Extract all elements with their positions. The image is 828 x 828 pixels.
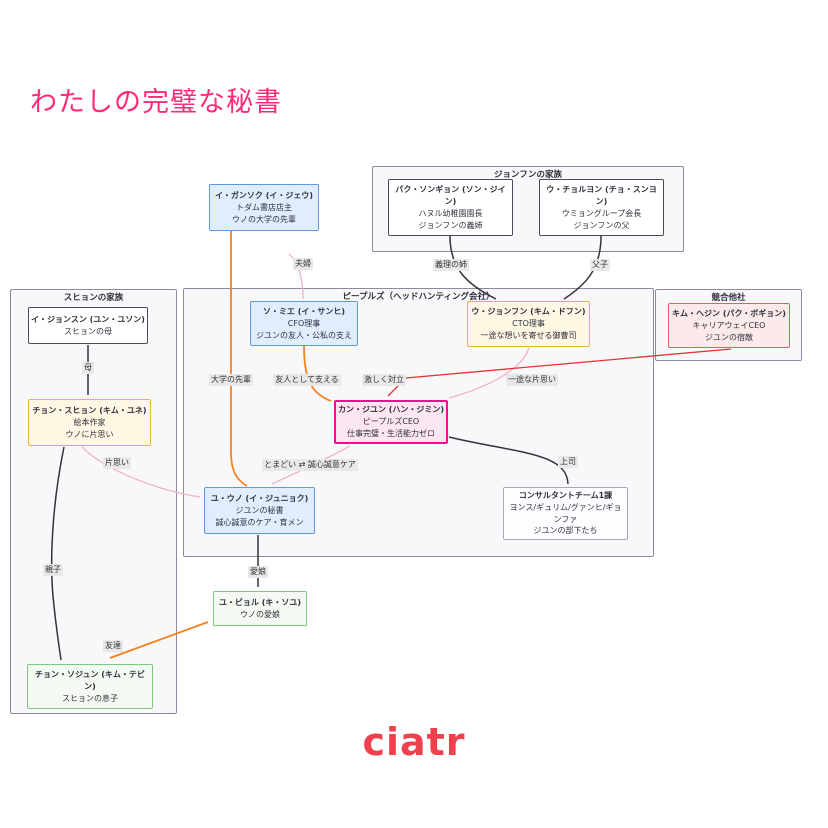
node-title: パク・ソンギョン (ソン・ジイン) [395,184,506,206]
node-title: キム・ヘジン (パク・ボギョン) [672,308,786,318]
node-title: カン・ジユン (ハン・ジミン) [337,405,445,415]
node-kang-jiyun: カン・ジユン (ハン・ジミン) ピープルズCEO 仕事完璧・生活能力ゼロ [334,400,448,444]
node-sub: ハヌル幼稚園園長 [418,208,483,218]
node-sub: CTO理事 [512,319,545,329]
node-sub: 一途な想いを寄せる御曹司 [480,331,577,340]
node-consultant-team: コンサルタントチーム1課 ヨンス/ギュリム/グァンヒ/ギョンファ ジユンの部下た… [503,487,628,540]
node-title: ソ・ミエ (イ・サンヒ) [262,306,346,316]
node-sub: ウミョングループ会長 [561,208,642,218]
node-sub: ジユンの部下たち [533,526,598,536]
edge-label-ichizu-kataomoi: 一途な片思い [506,374,558,386]
edge-label-giri-no-ane: 義理の姉 [433,259,469,271]
ciatr-logo: ciatr [362,720,466,764]
edge-label-oyako: 親子 [43,564,63,576]
node-sub: 絵本作家 [73,417,106,427]
node-lee-jeongsun: イ・ジョンスン (ユン・ユソン) スヒョンの母 [28,307,148,344]
node-sub: ジョンフンの義姉 [418,220,483,230]
group-suhyon-family-label: スヒョンの家族 [63,293,124,303]
edge-label-manamusume: 愛娘 [248,566,268,578]
node-u-cheolyong: ウ・チョルヨン (チョ・スンヨン) ウミョングループ会長 ジョンフンの父 [539,179,664,236]
edge-label-kataomoi: 片思い [103,457,131,469]
page-title: わたしの完璧な秘書 [30,87,282,118]
node-park-seonggyeong: パク・ソンギョン (ソン・ジイン) ハヌル幼稚園園長 ジョンフンの義姉 [388,179,513,236]
group-suhyon-family: スヒョンの家族 [10,289,177,714]
node-sub: ピープルズCEO [362,417,420,427]
edge-label-hageshiku-tairitsu: 激しく対立 [362,374,406,386]
node-title: ユ・ビョル (キ・ソユ) [218,597,302,607]
node-seo-mie: ソ・ミエ (イ・サンヒ) CFO理事 ジユンの友人・公私の支え [250,301,358,346]
edge-label-haha: 母 [82,362,94,374]
node-sub: スヒョンの母 [64,326,112,336]
group-peoples-company-label: ピープルズ（ヘッドハンティング会社） [342,292,495,302]
node-title: チョン・スヒョン (キム・ユネ) [32,405,147,415]
node-sub: ジユンの秘書 [235,505,284,515]
edge-label-daigaku-senpai: 大学の先輩 [209,374,253,386]
edge-label-yujin-sasaeru: 友人として支える [273,374,341,386]
edge-label-tomodachi: 友達 [103,640,123,652]
node-title: チョン・ソジュン (キム・テビン) [35,669,145,691]
node-jeong-sojun: チョン・ソジュン (キム・テビン) スヒョンの息子 [27,664,153,709]
node-sub: ジョンフンの父 [573,220,630,230]
node-title: コンサルタントチーム1課 [518,491,613,501]
node-sub: ジユンの友人・公私の支え [256,330,352,340]
node-title: ウ・ジョンフン (キム・ドフン) [471,307,586,317]
node-sub: ウノの愛娘 [240,609,280,619]
node-title: イ・ガンソク (イ・ジェウ) [214,190,314,200]
node-sub: ジユンの宿敵 [705,332,753,342]
node-yu-uno: ユ・ウノ (イ・ジュニョク) ジユンの秘書 誠心誠意のケア・育メン [204,487,315,534]
edge-label-joshi: 上司 [558,456,578,468]
node-sub: ヨンス/ギュリム/グァンヒ/ギョンファ [509,503,622,524]
node-title: ウ・チョルヨン (チョ・スンヨン) [546,184,657,206]
node-title: ユ・ウノ (イ・ジュニョク) [210,493,309,503]
node-u-jonghun: ウ・ジョンフン (キム・ドフン) CTO理事 一途な想いを寄せる御曹司 [467,301,590,347]
node-sub: トダム書店店主 [236,202,292,212]
node-sub: 誠心誠意のケア・育メン [215,517,304,527]
node-title: イ・ジョンスン (ユン・ユソン) [31,314,145,324]
group-rival-company-label: 競合他社 [711,293,746,303]
node-sub: スヒョンの息子 [62,693,118,703]
node-sub: CFO理事 [287,318,321,328]
node-sub: ウノに片思い [65,429,114,439]
group-jonghun-family-label: ジョンフンの家族 [494,170,562,180]
edge-label-fushi: 父子 [590,259,610,271]
node-jeong-suhyeon: チョン・スヒョン (キム・ユネ) 絵本作家 ウノに片思い [28,399,151,446]
node-sub: 仕事完璧・生活能力ゼロ [347,429,435,438]
node-sub: キャリアウェイCEO [692,320,766,330]
edge-label-tomadoi-care: とまどい ⇄ 誠心誠意ケア [262,459,358,471]
node-sub: ウノの大学の先輩 [232,214,296,224]
edge-label-fuufu: 夫婦 [293,258,313,270]
node-lee-ganseok: イ・ガンソク (イ・ジェウ) トダム書店店主 ウノの大学の先輩 [209,184,319,231]
node-kim-hejin: キム・ヘジン (パク・ボギョン) キャリアウェイCEO ジユンの宿敵 [668,303,790,348]
node-yu-byeol: ユ・ビョル (キ・ソユ) ウノの愛娘 [213,591,307,626]
